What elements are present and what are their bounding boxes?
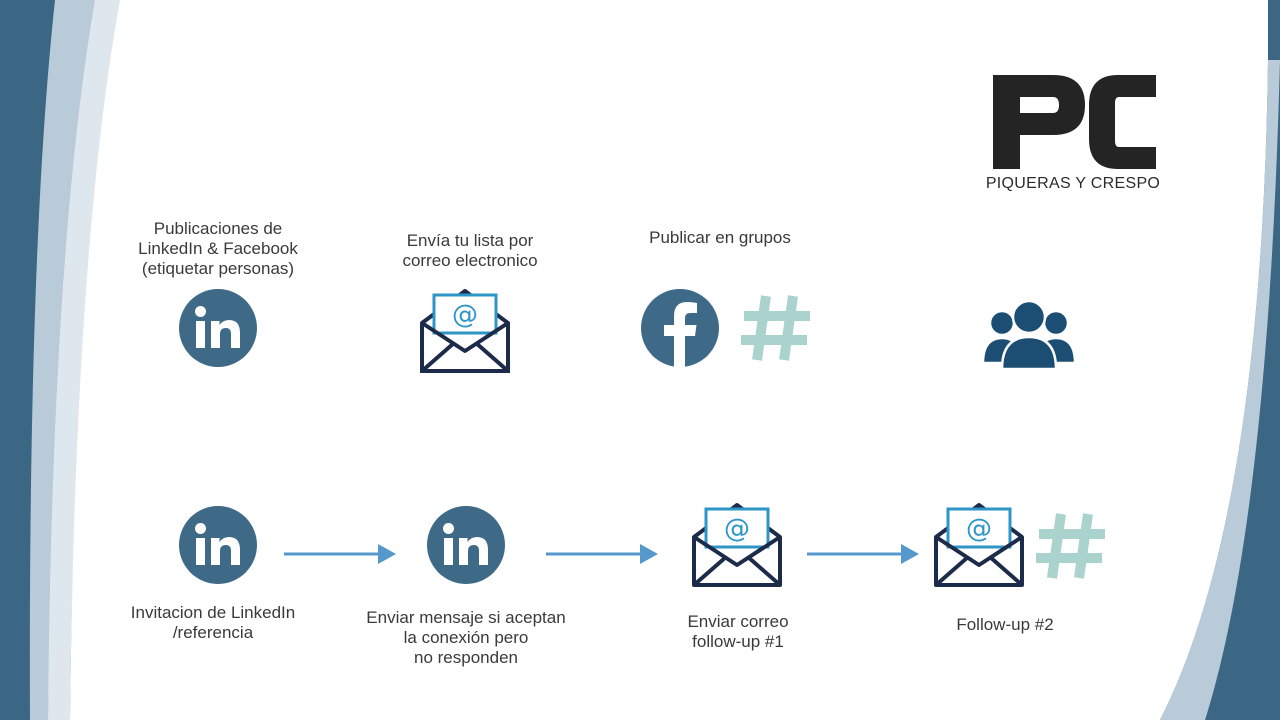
- linkedin-icon: [427, 506, 505, 584]
- step2-label: Enviar mensaje si aceptan la conexión pe…: [366, 608, 566, 667]
- hashtag-icon: [1036, 513, 1105, 579]
- email-icon: @: [420, 289, 510, 373]
- flow-arrow-2: [546, 544, 658, 564]
- svg-text:@: @: [724, 514, 750, 544]
- pc-logo-icon: [993, 75, 1156, 169]
- facebook-icon: [641, 289, 719, 368]
- hashtag-icon: [741, 295, 810, 361]
- linkedin-icon: [179, 289, 257, 367]
- step1-label: Invitacion de LinkedIn /referencia: [130, 603, 296, 642]
- group-icon: [982, 299, 1076, 371]
- svg-text:@: @: [966, 514, 992, 544]
- email-icon: @: [934, 503, 1024, 587]
- top-item1-label: Publicaciones de LinkedIn & Facebook (et…: [138, 219, 298, 278]
- flow-arrow-3: [807, 544, 919, 564]
- brand-name: PIQUERAS Y CRESPO: [985, 175, 1161, 192]
- step3-label: Enviar correo follow-up #1: [687, 612, 789, 651]
- linkedin-icon: [179, 506, 257, 584]
- svg-text:@: @: [452, 300, 478, 330]
- top-item3-label: Publicar en grupos: [649, 228, 791, 247]
- step4-label: Follow-up #2: [956, 615, 1054, 634]
- top-item2-label: Envía tu lista por correo electronico: [402, 231, 538, 270]
- email-icon: @: [692, 503, 782, 587]
- flow-arrow-1: [284, 544, 396, 564]
